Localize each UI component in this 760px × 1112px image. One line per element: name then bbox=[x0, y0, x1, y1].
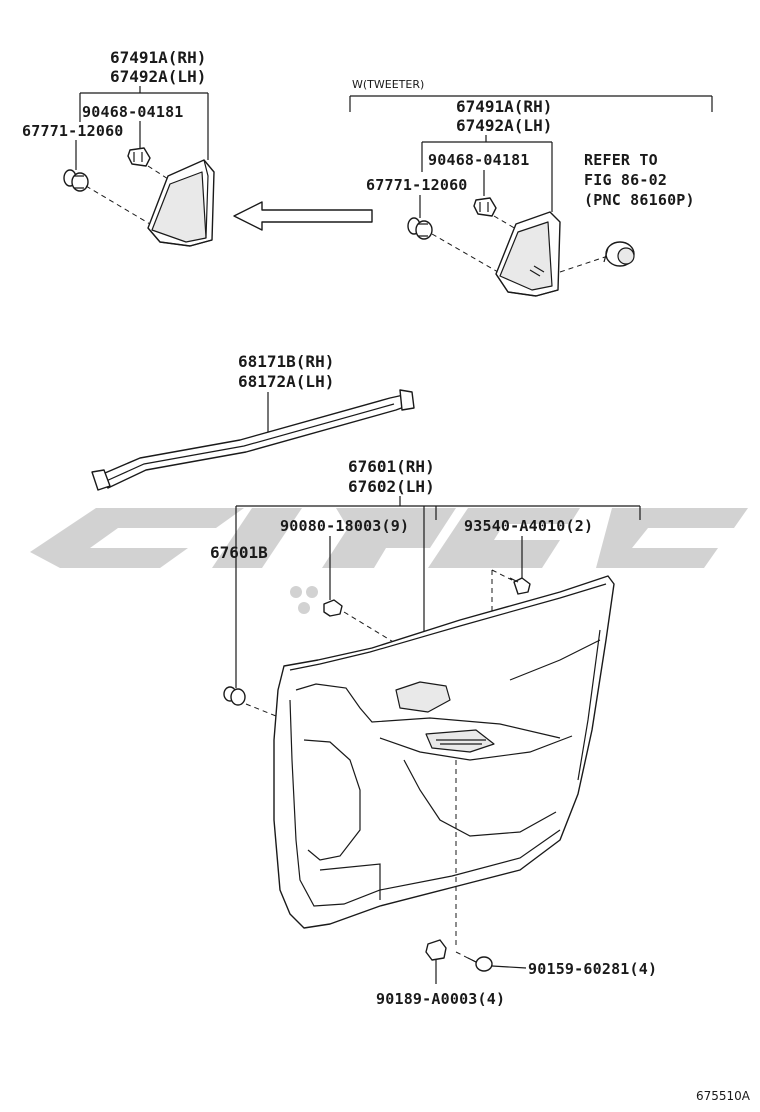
top-left-assembly: 67491A(RH) 67492A(LH) 90468-04181 67771-… bbox=[22, 48, 215, 247]
top-right-grommet-label: 67771-12060 bbox=[366, 176, 468, 194]
top-left-clip-icon bbox=[127, 147, 151, 167]
door-trim-panel-icon bbox=[273, 575, 615, 929]
top-right-grommet-icon bbox=[407, 217, 433, 240]
door-panel-lh-label: 67602(LH) bbox=[348, 477, 435, 496]
top-left-cover-icon bbox=[147, 159, 215, 247]
top-right-assembly: W(TWEETER) 67491A(RH) 67492A(LH) 90468-0… bbox=[349, 78, 713, 297]
weatherstrip-assembly: 68171B(RH) 68172A(LH) bbox=[91, 352, 415, 491]
top-right-cover-icon bbox=[495, 211, 561, 297]
door-subpanel-grommet-icon bbox=[223, 686, 246, 706]
watermark-logo bbox=[30, 508, 748, 614]
top-left-main-lh-label: 67492A(LH) bbox=[110, 67, 206, 86]
door-clip-b-label: 93540-A4010(2) bbox=[464, 517, 593, 535]
weatherstrip-icon bbox=[91, 389, 415, 491]
top-left-clip-label: 90468-04181 bbox=[82, 103, 184, 121]
left-arrow-icon bbox=[233, 201, 373, 231]
door-screw-icon bbox=[467, 956, 527, 972]
door-clip-b-icon bbox=[509, 577, 531, 595]
door-clip-a-label: 90080-18003(9) bbox=[280, 517, 409, 535]
refer-pnc-label: (PNC 86160P) bbox=[584, 191, 695, 209]
weatherstrip-lh-label: 68172A(LH) bbox=[238, 372, 334, 391]
door-panel-assembly: 67601(RH) 67602(LH) 67601B 90080-18003(9… bbox=[210, 457, 657, 1008]
top-right-main-lh-label: 67492A(LH) bbox=[456, 116, 552, 135]
top-right-clip-icon bbox=[473, 197, 497, 217]
door-panel-rh-label: 67601(RH) bbox=[348, 457, 435, 476]
door-clip-c-label: 90189-A0003(4) bbox=[376, 990, 505, 1008]
refer-to-label: REFER TO bbox=[584, 151, 658, 169]
tweeter-speaker-icon bbox=[603, 241, 635, 267]
door-screw-label: 90159-60281(4) bbox=[528, 960, 657, 978]
top-right-clip-label: 90468-04181 bbox=[428, 151, 530, 169]
weatherstrip-rh-label: 68171B(RH) bbox=[238, 352, 334, 371]
tweeter-group-label: W(TWEETER) bbox=[352, 78, 424, 91]
door-clip-a-icon bbox=[323, 599, 343, 617]
top-right-main-rh-label: 67491A(RH) bbox=[456, 97, 552, 116]
top-left-grommet-label: 67771-12060 bbox=[22, 122, 124, 140]
top-left-grommet-icon bbox=[63, 169, 89, 192]
top-left-main-rh-label: 67491A(RH) bbox=[110, 48, 206, 67]
refer-fig-label: FIG 86-02 bbox=[584, 171, 667, 189]
door-subpanel-label: 67601B bbox=[210, 543, 268, 562]
door-clip-c-icon bbox=[425, 939, 447, 984]
figure-code: 675510A bbox=[696, 1089, 751, 1103]
